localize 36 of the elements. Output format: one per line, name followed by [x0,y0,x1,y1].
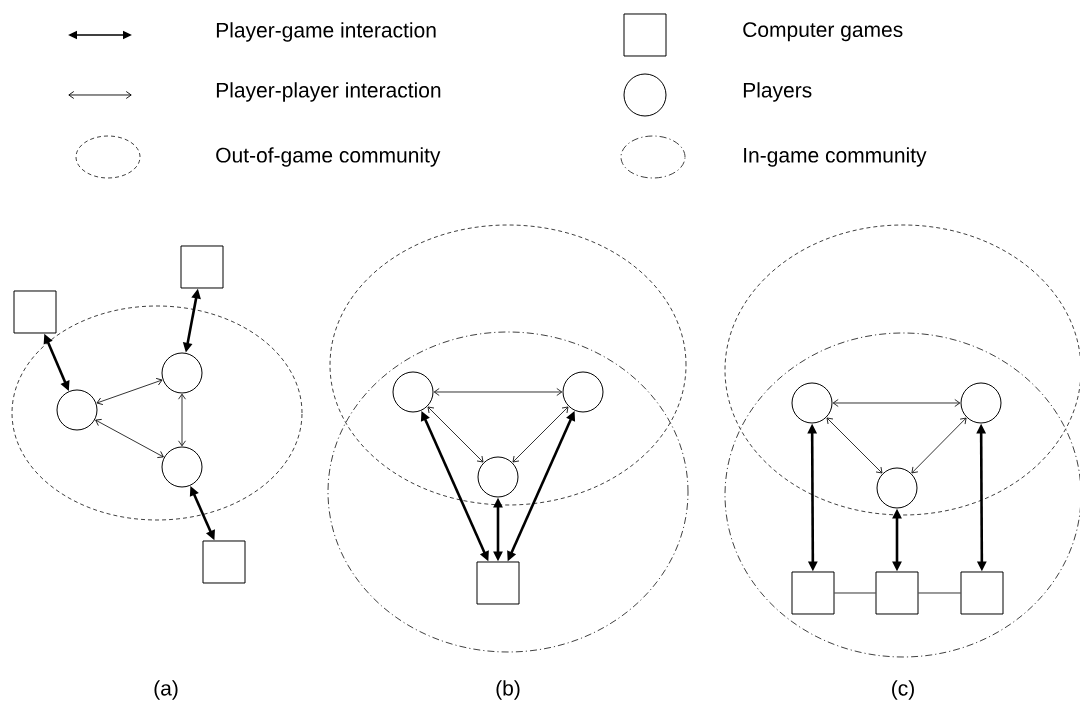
legend-text: In-game community [744,147,927,167]
player-circle [161,352,203,394]
panel-label: (b) [496,680,520,700]
player-circle [56,389,98,431]
legend-text: Player-player interaction [216,82,441,102]
arrow [95,419,164,458]
arrow [96,378,163,405]
player-circle [562,371,604,413]
arrow [911,417,967,474]
game-square [476,561,520,605]
player-circle [960,382,1002,424]
player-circle [876,467,918,509]
player-circle [477,456,519,498]
legend-text: Out-of-game community [216,147,441,167]
arrow [832,399,961,407]
arrow [427,406,484,463]
player-circle [161,446,203,488]
game-square [180,245,224,289]
game-square [202,540,246,584]
arrow [178,393,186,447]
panel-label: (a) [154,680,178,700]
legend-text: Players [743,82,812,102]
legend-text: Computer games [743,22,903,42]
player-circle [392,371,434,413]
panel-label: (c) [892,680,914,700]
game-square [875,571,919,615]
connector [918,592,961,594]
game-square [791,571,835,615]
player-circle [791,382,833,424]
legend-text: Player-game interaction [216,22,436,42]
connector [834,592,876,594]
arrow [433,388,563,396]
arrow [512,406,569,463]
arrow [826,417,883,474]
game-square [960,571,1004,615]
game-square [13,290,57,334]
